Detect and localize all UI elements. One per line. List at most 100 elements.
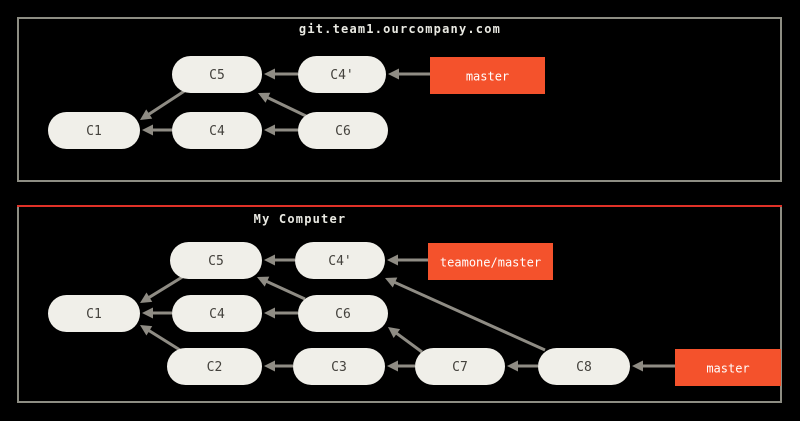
- edge-c4-to-c1: [142, 307, 172, 319]
- edge-shaft: [146, 328, 181, 352]
- panel-title: My Computer: [254, 212, 347, 226]
- edge-arrowhead: [264, 307, 275, 319]
- commit-node-label: C5: [208, 254, 224, 269]
- commit-node-shape: [172, 56, 262, 93]
- edge-shaft: [264, 279, 306, 301]
- commit-node-c3[interactable]: C3: [293, 348, 385, 385]
- commit-node-label: C3: [331, 360, 347, 375]
- commit-node-c6[interactable]: C6: [298, 112, 388, 149]
- edges-layer: [140, 68, 430, 136]
- branch-ref-box: [675, 349, 781, 386]
- edge-arrowhead: [140, 109, 153, 120]
- commit-node-label: C1: [86, 124, 102, 139]
- edge-shaft: [392, 280, 546, 352]
- commit-node-c1[interactable]: C1: [48, 112, 140, 149]
- edge-arrowhead: [388, 327, 401, 338]
- commit-node-c1[interactable]: C1: [48, 295, 140, 332]
- edge-c5-to-c1: [140, 88, 187, 120]
- edge-c3-to-c2: [264, 360, 293, 372]
- commit-node-shape: [298, 295, 388, 332]
- edge-arrowhead: [387, 254, 398, 266]
- commit-node-label: C8: [576, 360, 592, 375]
- panel-border: [17, 17, 782, 182]
- edge-arrowhead: [264, 124, 275, 136]
- edges-layer: [140, 254, 675, 372]
- edge-c6-to-c5: [257, 276, 306, 301]
- edge-arrowhead: [258, 92, 271, 103]
- branch-ref-label: teamone/master: [440, 256, 541, 270]
- branch-ref-box: [430, 57, 545, 94]
- commit-node-label: C6: [335, 124, 351, 139]
- edge-c6-to-c4: [264, 124, 298, 136]
- edge-shaft: [146, 88, 187, 117]
- edge-arrowhead: [264, 254, 275, 266]
- edge-master-to-c4p: [388, 68, 430, 80]
- branch-ref-master[interactable]: master: [430, 57, 545, 94]
- commit-node-shape: [538, 348, 630, 385]
- panel-title: git.team1.ourcompany.com: [299, 22, 501, 36]
- edge-c7-to-c3: [387, 360, 415, 372]
- branch-ref-label: master: [706, 362, 749, 376]
- edge-master-to-c8: [632, 360, 675, 372]
- edge-c7-to-c6: [388, 327, 423, 354]
- edge-c8-to-c4p: [385, 277, 546, 352]
- commit-node-shape: [298, 112, 388, 149]
- edge-shaft: [265, 95, 307, 118]
- commit-node-shape: [167, 348, 262, 385]
- edge-arrowhead: [264, 360, 275, 372]
- edge-c8-to-c7: [507, 360, 538, 372]
- commit-node-c4[interactable]: C4: [172, 112, 262, 149]
- commit-node-label: C4': [328, 254, 351, 269]
- branch-ref-teamone-master[interactable]: teamone/master: [428, 243, 553, 280]
- commit-node-c6[interactable]: C6: [298, 295, 388, 332]
- branch-ref-box: [428, 243, 553, 280]
- commit-node-label: C4: [209, 307, 225, 322]
- commit-node-label: C6: [335, 307, 351, 322]
- branch-ref-label: master: [466, 70, 509, 84]
- commit-node-c4p[interactable]: C4': [298, 56, 386, 93]
- commit-node-shape: [415, 348, 505, 385]
- edge-shaft: [394, 331, 423, 354]
- commit-node-shape: [295, 242, 385, 279]
- commit-node-c8[interactable]: C8: [538, 348, 630, 385]
- edge-arrowhead: [507, 360, 518, 372]
- commit-node-label: C7: [452, 360, 468, 375]
- edge-arrowhead: [388, 68, 399, 80]
- commit-node-shape: [48, 295, 140, 332]
- edge-c5-to-c1: [140, 274, 185, 303]
- edge-c4-to-c1: [142, 124, 172, 136]
- commit-node-shape: [293, 348, 385, 385]
- commit-node-c2[interactable]: C2: [167, 348, 262, 385]
- edge-c2-to-c1: [140, 325, 181, 352]
- commit-node-c5[interactable]: C5: [172, 56, 262, 93]
- commit-node-c4[interactable]: C4: [172, 295, 262, 332]
- commit-node-c4p[interactable]: C4': [295, 242, 385, 279]
- edge-arrowhead: [142, 307, 153, 319]
- edge-c6-to-c5: [258, 92, 307, 118]
- commit-node-c5[interactable]: C5: [170, 242, 262, 279]
- edge-arrowhead: [257, 276, 270, 287]
- edge-arrowhead: [140, 325, 153, 336]
- edge-arrowhead: [385, 277, 398, 288]
- edge-arrowhead: [632, 360, 643, 372]
- commit-node-label: C5: [209, 68, 225, 83]
- commit-node-label: C1: [86, 307, 102, 322]
- commit-node-shape: [172, 295, 262, 332]
- edge-teamone-to-c4p: [387, 254, 428, 266]
- commit-node-label: C4: [209, 124, 225, 139]
- commit-node-label: C4': [330, 68, 353, 83]
- commit-node-shape: [172, 112, 262, 149]
- edge-arrowhead: [140, 292, 153, 303]
- edge-c4p-to-c5: [264, 254, 295, 266]
- commit-node-c7[interactable]: C7: [415, 348, 505, 385]
- commit-node-label: C2: [207, 360, 223, 375]
- edge-arrowhead: [264, 68, 275, 80]
- commit-node-shape: [170, 242, 262, 279]
- commit-node-shape: [298, 56, 386, 93]
- branch-ref-master[interactable]: master: [675, 349, 781, 386]
